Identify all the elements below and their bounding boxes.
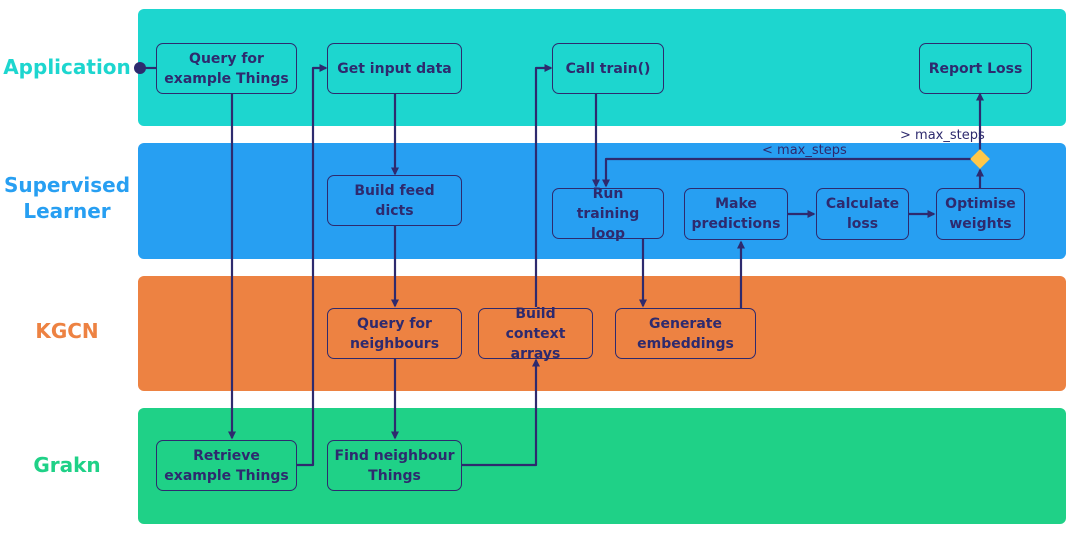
lane-application: [138, 9, 1066, 126]
edge-retrieve-to-get-input: [296, 64, 328, 467]
edge-decision-to-run-loop: [602, 157, 972, 188]
node-optimise-weights: Optimise weights: [936, 188, 1025, 240]
lane-kgcn: [138, 276, 1066, 391]
decision-diamond: [970, 149, 990, 169]
edge-context-to-call-train: [534, 64, 553, 307]
lane-label-supervised-learner: Supervised Learner: [3, 173, 131, 223]
node-call-train: Call train(): [552, 43, 664, 94]
lane-label-grakn: Grakn: [33, 453, 101, 477]
node-retrieve-example-things: Retrieve example Things: [156, 440, 297, 491]
lane-label-application: Application: [3, 55, 131, 79]
node-build-feed-dicts: Build feed dicts: [327, 175, 462, 226]
node-build-context-arrays: Build context arrays: [478, 306, 593, 362]
edge-find-to-context-arrays: [461, 358, 540, 467]
node-find-neighbour-things: Find neighbour Things: [327, 440, 462, 491]
node-query-for-neighbours: Query for neighbours: [327, 308, 462, 359]
edge-label-lt-max-steps: < max_steps: [762, 143, 847, 158]
node-generate-embeddings: Generate embeddings: [615, 308, 756, 359]
lane-supervised-learner: [138, 143, 1066, 259]
lane-label-kgcn: KGCN: [35, 319, 99, 343]
start-dot: [134, 62, 146, 74]
node-query-for-example-things: Query for example Things: [156, 43, 297, 94]
edge-label-gt-max-steps: > max_steps: [900, 128, 985, 143]
node-run-training-loop: Run training loop: [552, 186, 664, 242]
node-make-predictions: Make predictions: [684, 188, 788, 240]
node-get-input-data: Get input data: [327, 43, 462, 94]
lane-grakn: [138, 408, 1066, 524]
node-calculate-loss: Calculate loss: [816, 188, 909, 240]
node-report-loss: Report Loss: [919, 43, 1032, 94]
